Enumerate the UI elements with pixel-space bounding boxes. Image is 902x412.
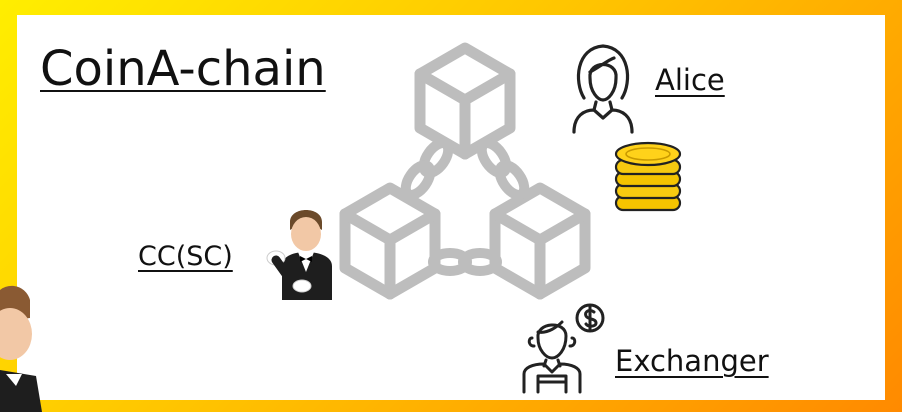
diagram-title: CoinA-chain — [40, 41, 326, 97]
exchanger-dollar-icon — [522, 303, 605, 394]
cc-label: CC(SC) — [138, 241, 233, 272]
woman-avatar-icon — [572, 44, 634, 134]
alice-label: Alice — [655, 63, 725, 97]
diagram-panel — [17, 15, 885, 400]
person-partial-icon — [0, 285, 42, 412]
blockchain-icon — [339, 42, 591, 300]
butler-icon — [266, 210, 332, 300]
exchanger-label: Exchanger — [615, 344, 769, 378]
coin-stack-icon — [614, 141, 682, 212]
